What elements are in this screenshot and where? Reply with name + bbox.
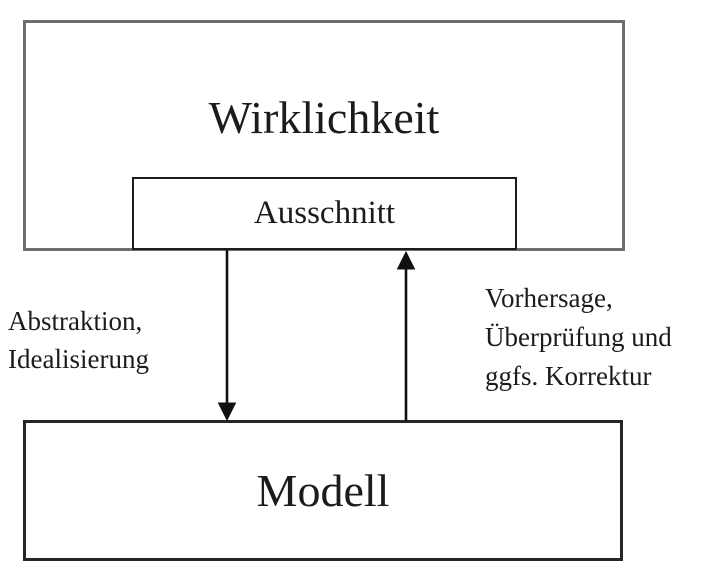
abstraction-edge-label-line1: Abstraktion, — [8, 306, 143, 336]
ausschnitt-label: Ausschnitt — [253, 195, 396, 231]
modell-box: Modell — [23, 420, 623, 561]
wirklichkeit-label: Wirklichkeit — [208, 92, 440, 143]
abstraction-arrow-down-icon — [217, 250, 237, 422]
prediction-edge-label-line2: Überprüfung und — [485, 322, 672, 352]
prediction-edge-label: Vorhersage, Überprüfung und ggfs. Korrek… — [485, 279, 672, 396]
prediction-edge-label-line1: Vorhersage, — [485, 283, 613, 313]
prediction-edge-label-line3: ggfs. Korrektur — [485, 361, 652, 391]
modell-label: Modell — [256, 465, 390, 516]
abstraction-edge-label-line2: Idealisierung — [8, 344, 149, 374]
abstraction-edge-label: Abstraktion, Idealisierung — [8, 302, 149, 378]
prediction-arrow-up-icon — [396, 250, 416, 421]
ausschnitt-box: Ausschnitt — [132, 177, 517, 250]
